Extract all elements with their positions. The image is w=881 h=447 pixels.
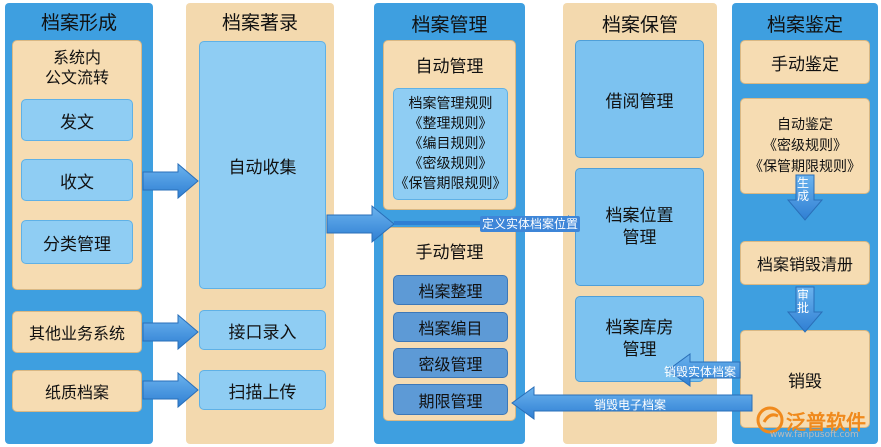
secret-level-box: 密级管理	[393, 348, 508, 378]
classification-box: 分类管理	[21, 220, 133, 264]
archive-arrange-box: 档案整理	[393, 275, 508, 305]
term-management-box: 期限管理	[393, 384, 508, 415]
location-box: 档案位置 管理	[575, 168, 704, 286]
brand-url: www.fanpusoft.com	[770, 430, 859, 440]
manual-appraisal-box: 手动鉴定	[740, 40, 870, 84]
approve-label: 审批	[797, 288, 810, 315]
brand-logo: 泛普软件 www.fanpusoft.com	[752, 402, 876, 440]
borrow-box: 借阅管理	[575, 40, 704, 158]
column-title-appraisal: 档案鉴定	[766, 14, 843, 36]
scan-upload-box: 扫描上传	[199, 370, 326, 410]
destroy-physical-label: 销毁实体档案	[664, 365, 737, 379]
receive-doc-box: 收文	[21, 159, 133, 201]
auto-rules-text: 档案管理规则 《整理规则》 《编目规则》 《密级规则》 《保管期限规则》	[394, 96, 507, 192]
auto-management-title: 自动管理	[415, 56, 484, 77]
manual-management-title: 手动管理	[415, 242, 484, 263]
send-doc-box: 发文	[21, 99, 133, 141]
brand-name: 泛普软件	[786, 410, 866, 434]
auto-rules-box	[393, 88, 508, 200]
internal-doc-flow-title: 系统内 公文流转	[44, 48, 109, 87]
define-location-label: 定义实体档案位置	[480, 216, 581, 232]
column-title-storage: 档案保管	[601, 14, 678, 36]
destroy-electronic-label: 销毁电子档案	[594, 398, 667, 412]
column-title-management: 档案管理	[411, 14, 488, 36]
warehouse-box: 档案库房 管理	[575, 296, 704, 382]
interface-input-box: 接口录入	[199, 310, 326, 350]
generate-label: 生成	[797, 176, 810, 203]
column-title-catalog: 档案著录	[221, 12, 298, 34]
paper-archive-box: 纸质档案	[12, 370, 142, 412]
column-title-formation: 档案形成	[40, 12, 117, 34]
other-system-box: 其他业务系统	[12, 311, 142, 353]
destroy-list-box: 档案销毁清册	[740, 241, 870, 285]
brand-logo-icon	[756, 406, 784, 434]
auto-collect-box: 自动收集	[199, 41, 326, 289]
archive-catalog-box: 档案编目	[393, 312, 508, 342]
